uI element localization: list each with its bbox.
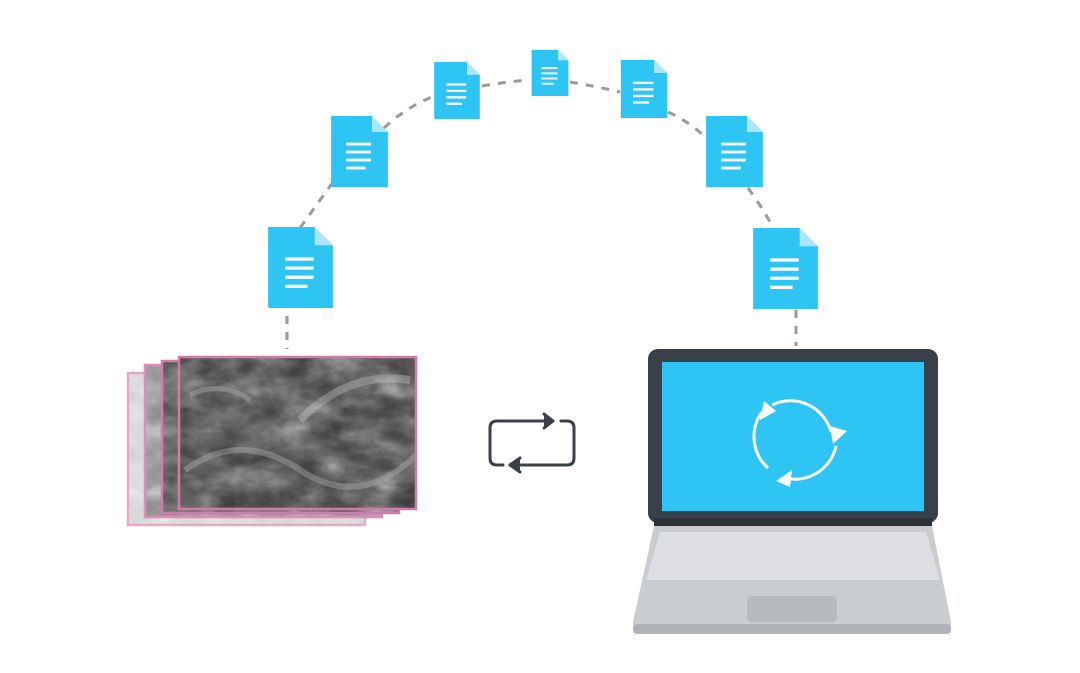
document-icon (620, 60, 668, 118)
document-icon (753, 228, 818, 309)
image-stack (126, 355, 418, 527)
swap-arrows-icon (488, 412, 576, 474)
image-frame-front (177, 355, 418, 511)
transfer-path (285, 78, 798, 349)
document-icon (706, 116, 763, 187)
laptop-screen (662, 362, 924, 511)
document-icon (331, 116, 388, 187)
laptop-touchpad (747, 596, 837, 622)
document-icon (531, 50, 569, 96)
file-icons (268, 50, 818, 309)
document-icon (434, 62, 480, 119)
laptop-keyboard-deck (646, 532, 940, 580)
sync-icon (752, 399, 847, 487)
laptop-icon (633, 349, 951, 634)
document-icon (268, 227, 333, 308)
